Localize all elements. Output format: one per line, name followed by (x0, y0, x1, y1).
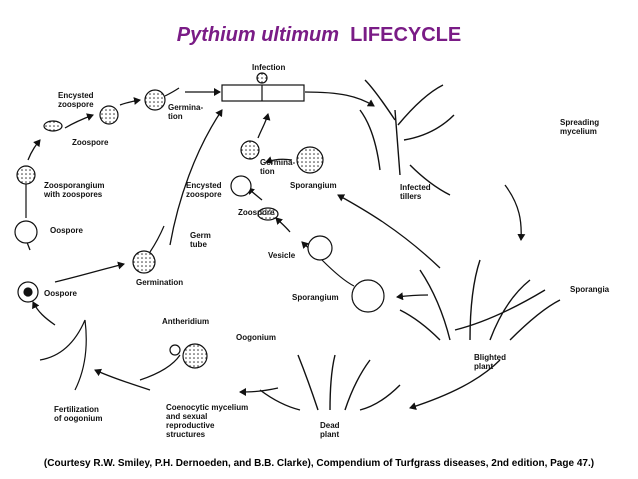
label-dead-plant-1: Dead (320, 421, 340, 430)
arrow-dead-to-coenocytic (239, 387, 279, 396)
label-spreading-mycelium-1: Spreading (560, 118, 599, 127)
label-infected-tillers-2: tillers (400, 192, 422, 201)
label-oogonium: Oogonium (236, 333, 276, 342)
title-species: Pythium ultimum (176, 24, 339, 46)
label-coenocytic-3: reproductive (166, 421, 215, 430)
title-lifecycle: LIFECYCLE (350, 24, 462, 46)
arrow-sporangium-to-germination-center (265, 156, 293, 164)
label-germination-top-2: tion (168, 112, 183, 121)
arrow-encysted-to-germination-top (119, 97, 141, 106)
arrow-spreading-to-blighted (504, 184, 526, 241)
label-germination-top-1: Germina- (168, 103, 203, 112)
label-zoosporangium-2: with zoospores (43, 190, 103, 199)
label-sporangium-lower: Sporangium (292, 293, 339, 302)
label-blighted-plant-2: plant (474, 362, 493, 371)
arrow-coenocytic-to-fertilization (94, 368, 151, 391)
label-coenocytic-2: and sexual (166, 412, 207, 421)
arrow-blighted-to-sporangium-upper (337, 194, 441, 269)
arrow-oospore-to-germination (54, 261, 125, 283)
label-infected-tillers-1: Infected (400, 183, 431, 192)
infected-tillers-plant (359, 79, 455, 196)
label-dead-plant-2: plant (320, 430, 339, 439)
label-oospore-lower: Oospore (44, 289, 77, 298)
label-fertilization-2: of oogonium (54, 414, 102, 423)
diagram-labels: Infection Encysted zoospore Germina- tio… (43, 63, 610, 439)
arrow-vesicle-to-zoospore (275, 217, 291, 233)
arrow-infection-to-spreading (304, 91, 375, 107)
arrow-fertilization-to-oospore (32, 301, 56, 326)
label-germination-center-2: tion (260, 167, 275, 176)
cell-structures (14, 87, 385, 391)
label-antheridium: Antheridium (162, 317, 209, 326)
arrow-blighted-to-dead (409, 359, 501, 410)
label-germination-center-1: Germina- (260, 158, 295, 167)
label-zoospore-left: Zoospore (72, 138, 109, 147)
arrow-germtube-to-infection (169, 109, 223, 246)
label-blighted-plant-1: Blighted (474, 353, 506, 362)
label-spreading-mycelium-2: mycelium (560, 127, 597, 136)
label-encysted-zoospore-center-1: Encysted (186, 181, 222, 190)
slide-title: Pythium ultimum LIFECYCLE (0, 24, 638, 47)
label-zoospore-center: Zoospore (238, 208, 275, 217)
label-germ-tube-1: Germ (190, 231, 211, 240)
label-sporangium-upper: Sporangium (290, 181, 337, 190)
label-germ-tube-2: tube (190, 240, 207, 249)
arrow-zoosporangium-up (27, 139, 41, 161)
label-zoosporangium-1: Zoosporangium (44, 181, 104, 190)
label-sporangia: Sporangia (570, 285, 610, 294)
blighted-plant (399, 259, 561, 341)
label-coenocytic-1: Coenocytic mycelium (166, 403, 248, 412)
label-coenocytic-4: structures (166, 430, 206, 439)
arrow-germ-center-up (257, 113, 271, 139)
plant-drawings (259, 79, 561, 411)
label-fertilization-1: Fertilization (54, 405, 99, 414)
label-encysted-zoospore-top-2: zoospore (58, 100, 94, 109)
source-caption: (Courtesy R.W. Smiley, P.H. Dernoeden, a… (43, 458, 595, 469)
label-vesicle: Vesicle (268, 251, 296, 260)
label-germination-mid: Germination (136, 278, 183, 287)
label-oospore-upper: Oospore (50, 226, 83, 235)
dead-plant (259, 354, 401, 411)
label-infection: Infection (252, 63, 285, 72)
label-encysted-zoospore-center-2: zoospore (186, 190, 222, 199)
label-encysted-zoospore-top-1: Encysted (58, 91, 94, 100)
infection-cells (221, 72, 305, 102)
arrow-zoospore-to-encysted-top (64, 113, 94, 129)
arrow-blighted-to-sporangium (396, 292, 429, 301)
